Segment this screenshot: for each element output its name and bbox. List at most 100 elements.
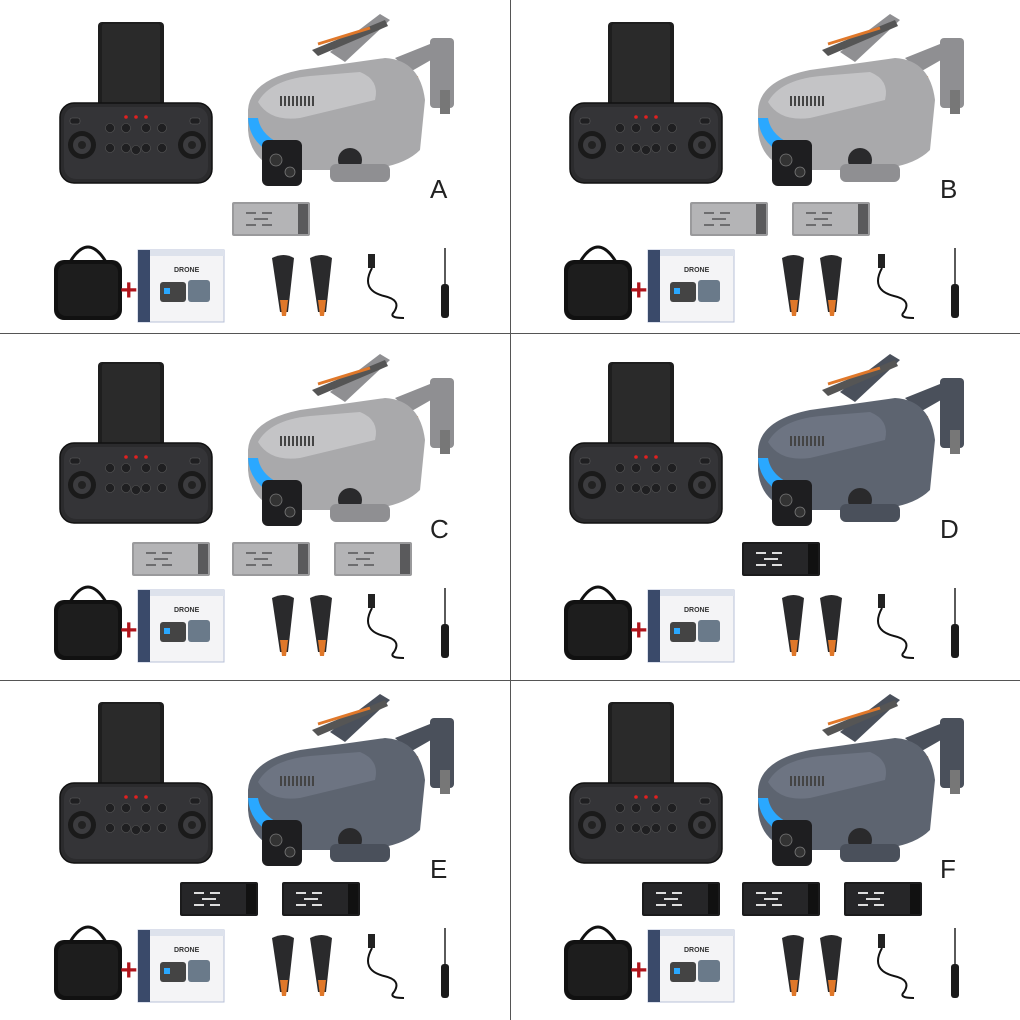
battery [844, 882, 922, 916]
box-title: DRONE [174, 267, 200, 274]
controller-button [641, 485, 651, 495]
battery [282, 882, 360, 916]
variant-panel: DRONE+E [0, 680, 510, 1020]
controller-button [651, 123, 661, 133]
variant-letter: C [430, 514, 449, 544]
controller-button [105, 123, 115, 133]
screwdriver [951, 588, 959, 658]
variant-letter: D [940, 514, 959, 544]
variant-panel: DRONE + D [510, 340, 1020, 680]
box-title: DRONE [684, 947, 710, 954]
status-led [654, 455, 658, 459]
controller-button [631, 143, 641, 153]
status-led [134, 115, 138, 119]
status-led [124, 795, 128, 799]
controller-button [121, 143, 131, 153]
controller-button [615, 463, 625, 473]
box-title: DRONE [174, 947, 200, 954]
usb-cable [877, 594, 915, 659]
package-box: DRONE [647, 249, 735, 323]
battery [742, 542, 820, 576]
propeller [310, 255, 332, 316]
camera-gimbal [262, 140, 302, 186]
variant-letter: F [940, 854, 956, 884]
screwdriver [441, 248, 449, 318]
controller-button [131, 485, 141, 495]
status-led [644, 455, 648, 459]
box-title: DRONE [684, 607, 710, 614]
controller-button [157, 803, 167, 813]
controller-button [131, 145, 141, 155]
drone [758, 354, 964, 526]
battery [792, 202, 870, 236]
drone [248, 354, 454, 526]
variant-panel: DRONE+ B [510, 0, 1020, 340]
battery [232, 542, 310, 576]
controller-button [615, 803, 625, 813]
usb-cable [367, 934, 405, 999]
status-led [644, 115, 648, 119]
propeller [820, 255, 842, 316]
camera-gimbal [262, 480, 302, 526]
controller-button [667, 123, 677, 133]
controller-button [141, 803, 151, 813]
status-led [144, 795, 148, 799]
drone [248, 14, 454, 186]
status-led [144, 115, 148, 119]
drone [758, 14, 964, 186]
controller-button [105, 483, 115, 493]
controller-button [667, 143, 677, 153]
status-led [124, 455, 128, 459]
plus-sign: + [120, 274, 138, 307]
variant-panel: DRONE + F [510, 680, 1020, 1020]
remote-controller [59, 702, 213, 864]
status-led [634, 115, 638, 119]
propeller [310, 595, 332, 656]
package-box: DRONE [137, 929, 225, 1003]
controller-button [157, 463, 167, 473]
controller-button [615, 823, 625, 833]
plus-sign: + [630, 954, 648, 987]
controller-button [157, 483, 167, 493]
status-led [134, 795, 138, 799]
variant-illustration: DRONE [54, 14, 454, 323]
variant-panel: DRONE + A [0, 0, 510, 340]
controller-button [131, 825, 141, 835]
status-led [644, 795, 648, 799]
controller-button [141, 483, 151, 493]
controller-button [141, 463, 151, 473]
propeller [782, 595, 804, 656]
plus-sign: + [630, 274, 648, 307]
carry-bag [54, 245, 122, 320]
controller-button [157, 823, 167, 833]
usb-cable [877, 254, 915, 319]
column-divider [510, 0, 511, 1020]
variant-illustration: DRONE [54, 694, 454, 1003]
battery [690, 202, 768, 236]
variant-letter: A [430, 174, 448, 204]
controller-button [121, 823, 131, 833]
plus-sign: + [630, 614, 648, 647]
battery [742, 882, 820, 916]
controller-button [121, 483, 131, 493]
propeller [782, 255, 804, 316]
controller-button [631, 463, 641, 473]
battery [334, 542, 412, 576]
package-box: DRONE [137, 249, 225, 323]
usb-cable [877, 934, 915, 999]
variant-letter: B [940, 174, 958, 204]
camera-gimbal [772, 820, 812, 866]
controller-button [105, 823, 115, 833]
controller-button [105, 463, 115, 473]
controller-button [157, 143, 167, 153]
propeller [272, 255, 294, 316]
propeller [272, 935, 294, 996]
controller-button [651, 463, 661, 473]
remote-controller [59, 22, 213, 184]
controller-button [615, 483, 625, 493]
controller-button [651, 823, 661, 833]
controller-button [651, 803, 661, 813]
status-led [634, 795, 638, 799]
variant-panel: DRONE+C [0, 340, 510, 680]
controller-button [105, 143, 115, 153]
